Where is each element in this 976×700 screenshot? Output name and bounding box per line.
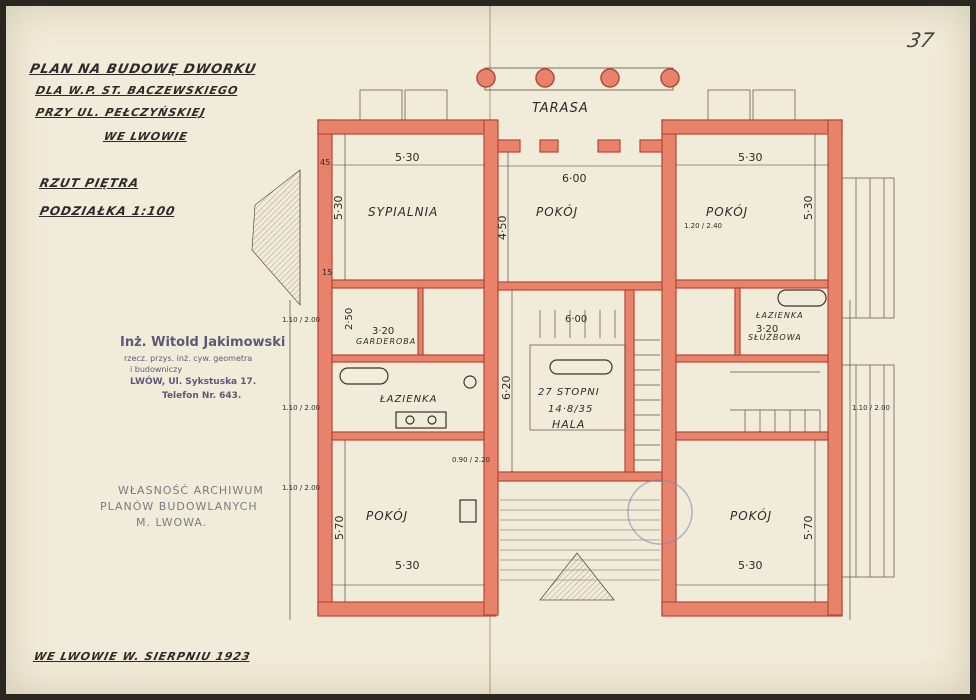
architect-stamp-address: LWÓW, Ul. Sykstuska 17.: [130, 377, 257, 387]
dim-label: 5·70: [333, 516, 346, 541]
dim-label: 5·30: [738, 559, 763, 572]
dim-label: 15: [322, 268, 332, 277]
dim-label: 45: [320, 158, 330, 167]
architect-stamp-line3: i budowniczy: [130, 365, 183, 374]
room-label-terrace: TARASA: [532, 101, 589, 116]
room-label-lazienka-right: ŁAZIENKA: [755, 311, 804, 320]
sink-left: [395, 411, 447, 429]
bathtub-right: [777, 289, 827, 307]
bathtub-left: [339, 367, 389, 385]
dim-label: 1.10 / 2.00: [282, 404, 320, 412]
dim-label: 1.10 / 2.00: [282, 484, 320, 492]
dim-label: 6·00: [565, 314, 587, 325]
fixtures: [339, 289, 827, 523]
dim-label: 5·30: [395, 151, 420, 164]
dim-label: 5·30: [738, 151, 763, 164]
terrace-column: [600, 68, 620, 88]
archive-stamp-line1: WŁASNOŚĆ ARCHIWUM: [118, 484, 264, 497]
room-label-hala: HALA: [552, 418, 585, 431]
dim-label: 5·30: [802, 196, 815, 221]
archive-stamp-line2: PLANÓW BUDOWLANYCH: [100, 500, 258, 513]
architect-stamp-name: Inż. Witold Jakimowski: [120, 335, 286, 350]
dim-label: 1.10 / 2.00: [282, 316, 320, 324]
terrace-column: [535, 68, 555, 88]
room-label-pokoj-top-right: POKÓJ: [706, 204, 748, 219]
service-stairs: [730, 371, 821, 432]
dim-label: 6·20: [500, 376, 513, 401]
room-label-stairs-1: 27 STOPNI: [538, 387, 600, 398]
room-label-garderoba: GARDEROBA: [356, 337, 416, 346]
dim-label: 6·00: [562, 172, 587, 185]
architect-stamp-phone: Telefon Nr. 643.: [162, 391, 242, 401]
dim-label: 3·20: [756, 324, 778, 335]
wc-box: [459, 499, 477, 523]
archive-stamp-line3: M. LWOWA.: [136, 516, 208, 529]
terrace-column: [660, 68, 680, 88]
dim-label: 2·50: [344, 308, 355, 330]
room-label-stairs-2: 14·8/35: [548, 404, 593, 415]
left-bay-window: [251, 169, 301, 306]
dim-label: 0.90 / 2.20: [452, 456, 490, 464]
bathtub-hall: [549, 359, 613, 375]
terrace: [476, 67, 680, 91]
terrace-column: [476, 68, 496, 88]
dim-label: 5·30: [395, 559, 420, 572]
room-label-sypialnia: SYPIALNIA: [368, 205, 438, 219]
dim-label: 1.10 / 2.00: [852, 404, 890, 412]
room-label-lazienka-left: ŁAZIENKA: [379, 394, 437, 405]
room-label-pokoj-bottom-left: POKÓJ: [366, 508, 408, 523]
room-label-pokoj-bottom-right: POKÓJ: [730, 508, 772, 523]
dim-label: 3·20: [372, 326, 394, 337]
dim-label: 1.20 / 2.40: [684, 222, 722, 230]
hall-stairs: [529, 310, 660, 461]
room-label-sluzbowa: SŁUŻBOWA: [748, 332, 802, 342]
architect-stamp-line2: rzecz. przys. inż. cyw. geometra: [124, 354, 253, 363]
round-stamp: [627, 479, 693, 545]
dimension-lines: [289, 134, 851, 620]
dim-label: 4·50: [496, 216, 509, 241]
room-label-pokoj-top-center: POKÓJ: [536, 204, 578, 219]
dim-label: 5·70: [802, 516, 815, 541]
dim-label: 5·30: [332, 196, 345, 221]
walls: [317, 119, 843, 617]
entrance-roof: [539, 552, 615, 601]
